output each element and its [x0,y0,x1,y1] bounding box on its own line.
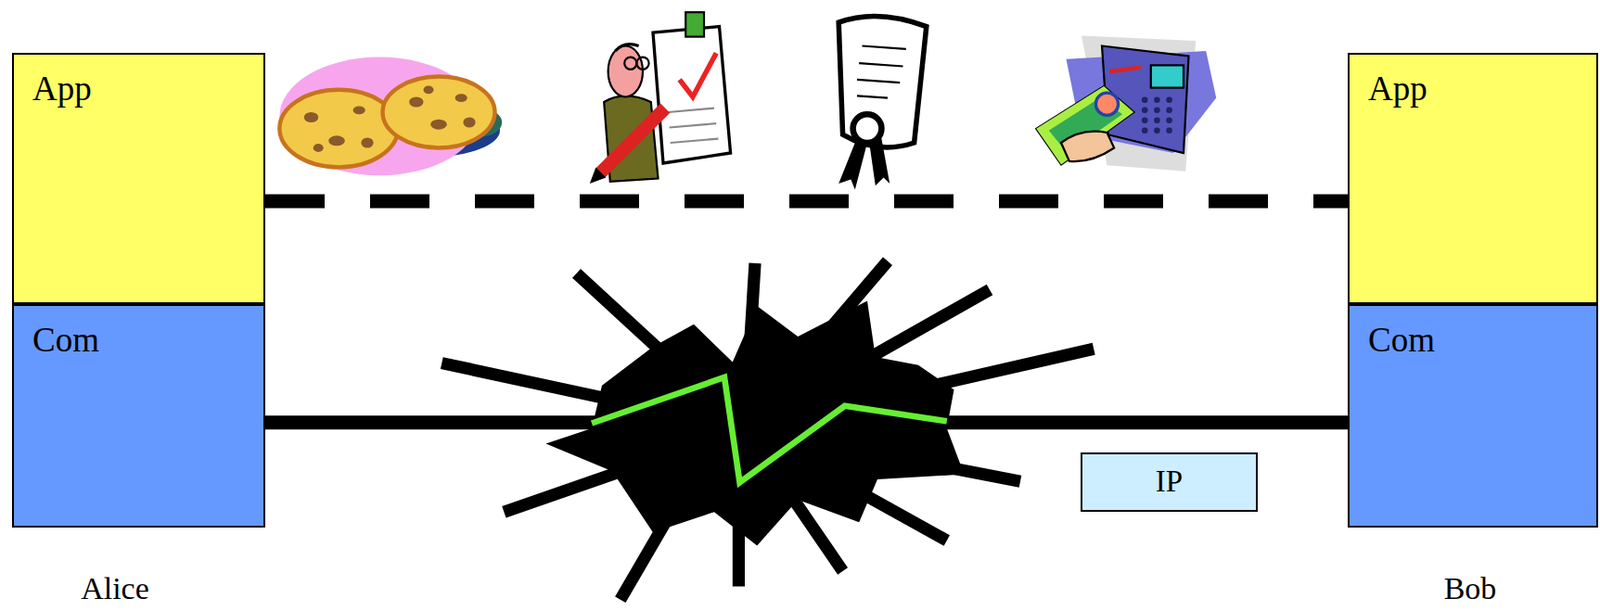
network-cloud [441,261,1094,601]
cookies-icon-part-part [430,119,448,130]
cloud-spikes [441,261,1094,601]
atm-icon-part-part [1153,107,1161,115]
communication-layer-box: Com [1347,304,1599,528]
application-channel-line [265,193,1348,208]
layer-label: App [32,69,92,110]
certificate-icon-part [857,79,900,83]
atm-icon-part-part [1153,97,1161,104]
cookies-icon-part-part [328,135,346,146]
checklist-icon-part [624,57,637,70]
layer-label: Com [32,320,100,361]
atm-icon-part [1095,92,1118,116]
cookies-icon-part-part [353,105,366,115]
atm-icon-part [1061,131,1114,162]
cookies-icon-part [304,85,476,153]
atm-icon-part-part [1165,97,1173,104]
cookies-icon-part [383,76,496,149]
certificate-icon [838,15,927,190]
checklist-icon-part [685,12,704,37]
checklist-icon [589,12,731,184]
application-layer-box: App [12,52,266,305]
certificate-icon-part [869,139,890,187]
party-name: Alice [80,571,150,607]
cookies-icon-part-part [313,143,324,153]
checklist-icon-part [589,166,607,184]
checklist-icon-part [668,108,716,113]
atm-icon-part [1036,85,1136,166]
checklist-icon-part [670,139,719,143]
atm-icon-part [1110,67,1141,72]
atm-icon-part [1141,97,1173,135]
layer-label: Com [1368,320,1435,361]
certificate-icon-part [858,63,903,66]
atm-icon-part-part [1141,97,1149,104]
certificate-icon-part [857,95,888,98]
cookies-icon-part-part [462,117,475,128]
communication-layer-box: Com [12,304,266,528]
application-layer-box: App [1347,52,1599,305]
cloud-body [546,301,965,547]
atm-icon-part-part [1141,128,1149,135]
cookies-icon-part [279,89,398,168]
checklist-icon-part [652,26,731,164]
certificate-icon-part [862,46,907,50]
certificate-icon-part [853,114,883,143]
layer-label: App [1368,69,1428,110]
certificate-icon-part [838,138,868,191]
atm-icon-part-part [1165,128,1173,135]
certificate-icon-part [838,15,927,147]
cookies-icon-part-part [360,138,373,149]
cookies-icon-part-part [455,93,468,103]
party-name: Bob [1444,571,1498,607]
atm-icon-part-part [1165,107,1173,115]
atm-icon-part-part [1153,128,1161,135]
cookies-icon [279,57,502,177]
cookies-icon-part-part [409,97,423,108]
protocol-box: IP [1080,452,1258,512]
route-path [591,377,948,483]
checklist-icon-part [679,52,717,97]
checklist-icon-part [636,57,649,70]
checklist-icon-part [600,108,666,174]
atm-icon-part-part [1141,117,1149,125]
cookies-icon-part-part [423,85,435,94]
layer-label: IP [1155,464,1183,500]
illustration [279,12,1216,601]
atm-icon-part-part [1165,117,1173,125]
checklist-icon-part [608,46,643,98]
atm-icon [1036,36,1217,172]
checklist-icon-part [614,44,639,52]
atm-icon-part [1151,64,1184,88]
atm-icon-part-part [1153,117,1161,125]
checklist-icon-part [669,123,717,128]
cookies-icon-part-part [304,112,319,123]
atm-icon-part-part [1141,107,1149,115]
